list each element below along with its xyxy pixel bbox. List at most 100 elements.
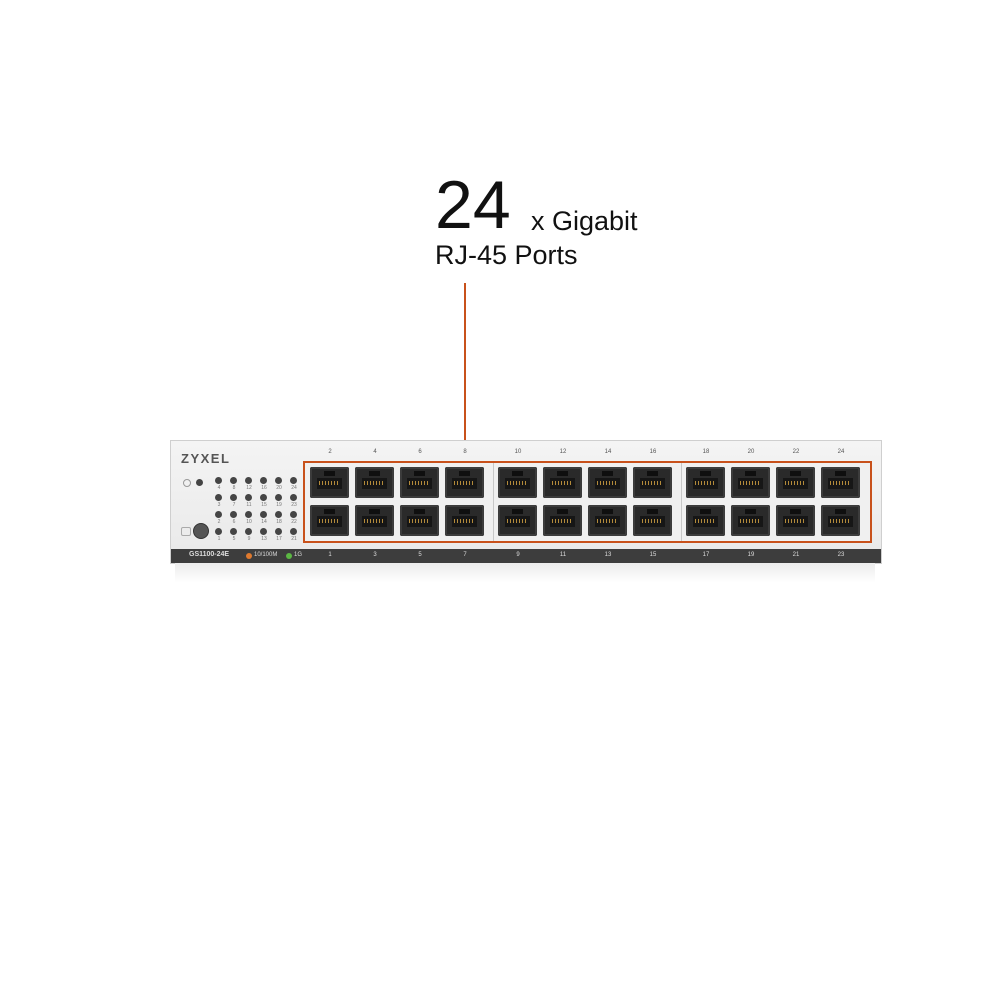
status-led [260,494,267,501]
rj45-port-24 [821,467,860,498]
port-notch [512,509,523,514]
port-pins [785,519,806,523]
status-led [275,477,282,484]
status-led [245,511,252,518]
port-pins [319,519,340,523]
port-pins [552,519,573,523]
port-number-label: 19 [747,552,755,558]
port-number-label: 10 [514,449,522,455]
port-number-label: 17 [702,552,710,558]
port-group-divider [493,463,494,541]
rj45-port-20 [731,467,770,498]
port-pins [507,481,528,485]
port-notch [745,471,756,476]
port-number-label: 8 [463,449,467,455]
port-number-label: 12 [559,449,567,455]
port-pins [364,519,385,523]
port-number-label: 16 [649,449,657,455]
led-number-label: 14 [261,519,267,525]
port-pins [695,519,716,523]
status-led [230,494,237,501]
port-pins [319,481,340,485]
port-pins [507,519,528,523]
status-led [260,528,267,535]
rj45-port-23 [821,505,860,536]
status-led [215,511,222,518]
status-led [260,511,267,518]
rj45-port-5 [400,505,439,536]
port-pins [597,481,618,485]
port-notch [790,509,801,514]
port-number-label: 1 [328,552,332,558]
port-number-label: 18 [702,449,710,455]
rj45-port-15 [633,505,672,536]
led-number-label: 19 [276,502,282,508]
port-notch [647,471,658,476]
rj45-port-9 [498,505,537,536]
port-pins [830,519,851,523]
led-number-label: 20 [276,485,282,491]
status-led [245,494,252,501]
led-number-label: 24 [291,485,297,491]
rj45-port-18 [686,467,725,498]
led-number-label: 9 [247,536,251,542]
led-number-label: 6 [232,519,236,525]
port-notch [602,509,613,514]
port-notch [835,471,846,476]
status-led [275,511,282,518]
port-number-label: 15 [649,552,657,558]
port-notch [459,509,470,514]
port-number-label: 13 [604,552,612,558]
switch-reflection [175,563,875,583]
port-pins [597,519,618,523]
port-number-label: 14 [604,449,612,455]
brand-logo: ZYXEL [181,451,231,466]
rj45-port-8 [445,467,484,498]
port-pins [552,481,573,485]
rj45-port-block [303,461,872,543]
port-number-label: 5 [418,552,422,558]
port-number-label: 22 [792,449,800,455]
port-number-label: 3 [373,552,377,558]
port-number-label: 9 [516,552,520,558]
rj45-port-13 [588,505,627,536]
status-led [215,494,222,501]
rj45-port-7 [445,505,484,536]
port-pins [830,481,851,485]
led-number-label: 18 [276,519,282,525]
port-notch [602,471,613,476]
rj45-port-12 [543,467,582,498]
port-type-label: RJ-45 Ports [435,240,578,270]
led-number-label: 15 [261,502,267,508]
led-number-label: 3 [217,502,221,508]
locate-button[interactable] [193,523,209,539]
port-notch [414,509,425,514]
port-number-label: 23 [837,552,845,558]
port-notch [835,509,846,514]
rj45-port-10 [498,467,537,498]
port-notch [745,509,756,514]
led-number-label: 16 [261,485,267,491]
port-pins [740,519,761,523]
port-notch [512,471,523,476]
status-led [275,494,282,501]
port-number-label: 21 [792,552,800,558]
port-pins [642,519,663,523]
port-notch [459,471,470,476]
port-number-label: 4 [373,449,377,455]
status-led [290,511,297,518]
port-notch [324,471,335,476]
rj45-port-2 [310,467,349,498]
port-number-label: 20 [747,449,755,455]
port-notch [647,509,658,514]
port-number-label: 2 [328,449,332,455]
status-led [230,477,237,484]
port-number-label: 7 [463,552,467,558]
rj45-port-3 [355,505,394,536]
led-number-label: 1 [217,536,221,542]
status-led [290,528,297,535]
led-number-label: 2 [217,519,221,525]
led-number-label: 21 [291,536,297,542]
